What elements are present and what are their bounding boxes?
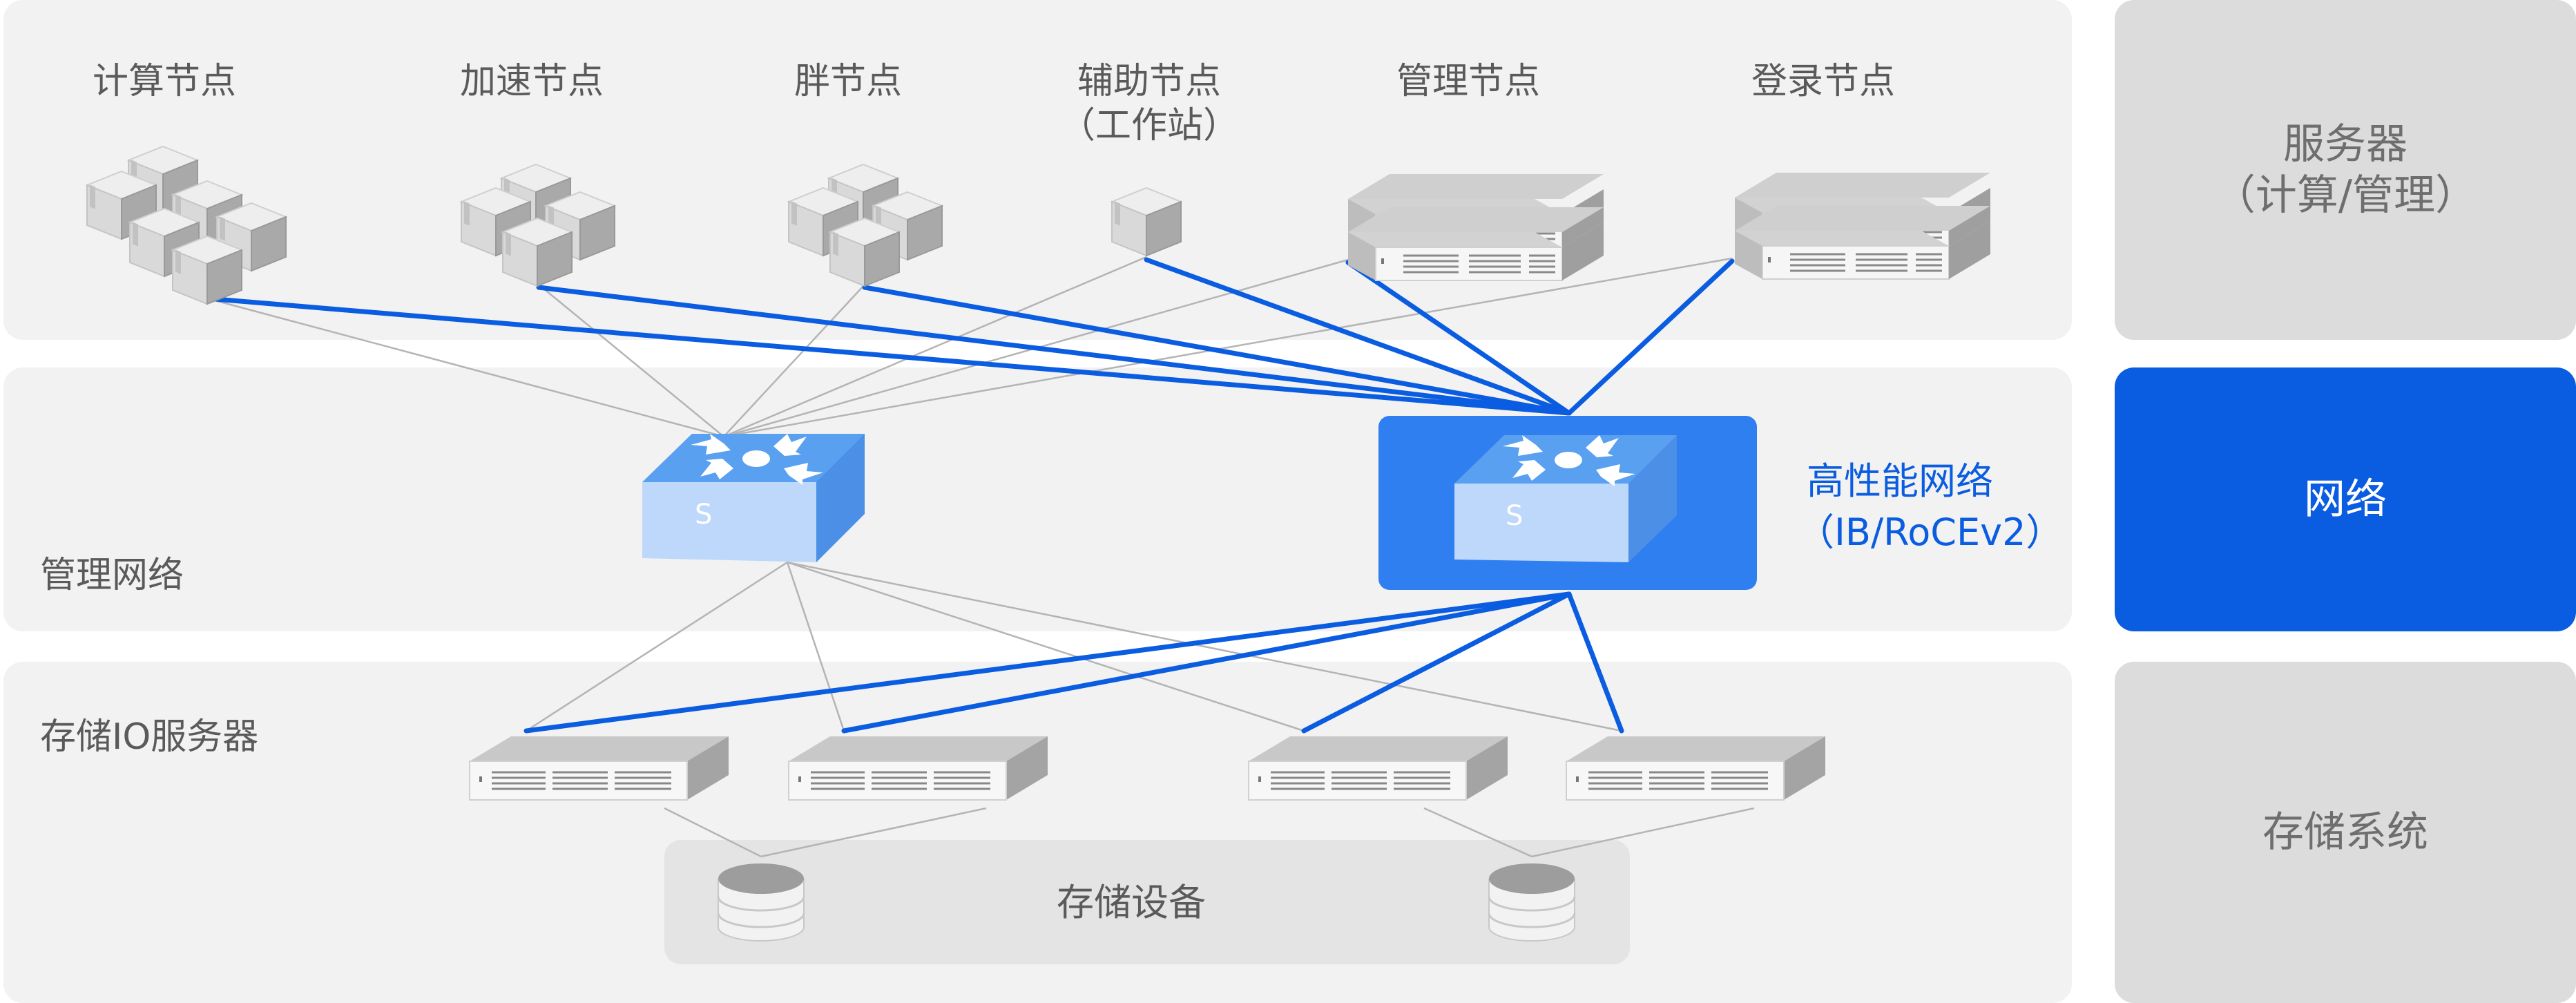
sidebar-servers-box: 服务器 （计算/管理） [2115,0,2576,340]
storage-disk-1 [717,862,805,942]
auxiliary-node-label: 辅助节点 （工作站） [1025,59,1273,148]
management-network-label: 管理网络 [40,555,184,596]
storage-disk-2 [1488,862,1576,942]
storage-device-container [664,840,1630,964]
servers-tier-panel [3,0,2072,340]
hp-network-subtitle: （IB/RoCEv2） [1797,510,2064,554]
storage-device-label: 存储设备 [1057,881,1206,924]
sidebar-network-label: 网络 [2304,475,2387,524]
sidebar-storage-label: 存储系统 [2262,808,2428,857]
hp-switch-mark: S [1506,500,1524,532]
storage-io-label: 存储IO服务器 [40,716,259,758]
accelerated-node-cluster [461,164,615,287]
hp-network-title: 高性能网络 [1807,459,1993,503]
login-node-server [1733,171,1992,280]
io-server-2 [787,735,1049,801]
io-server-4 [1565,735,1827,801]
fat-node-label: 胖节点 [794,61,902,102]
sidebar-network-box: 网络 [2115,367,2576,631]
management-node-label: 管理节点 [1396,61,1540,102]
auxiliary-node-subtitle: （工作站） [1059,105,1239,146]
compute-node-cluster [86,146,287,305]
sidebar-servers-label: 服务器 [2283,120,2407,169]
management-switch-mark: S [695,499,713,531]
fat-node-cluster [788,164,943,287]
management-node-server [1347,173,1605,282]
workstation-node [1111,187,1182,256]
compute-node-label: 计算节点 [92,61,236,102]
io-server-1 [468,735,730,801]
sidebar-storage-box: 存储系统 [2115,662,2576,1003]
high-performance-switch [1454,435,1677,562]
auxiliary-node-title: 辅助节点 [1077,61,1221,102]
management-switch [642,434,865,562]
hp-network-label: 高性能网络 （IB/RoCEv2） [1797,456,2063,558]
login-node-label: 登录节点 [1751,61,1895,102]
accelerated-node-label: 加速节点 [459,61,604,102]
high-performance-links [204,257,1735,734]
sidebar-servers-sublabel: （计算/管理） [2213,171,2477,220]
management-links [206,256,1755,858]
io-server-3 [1247,735,1509,801]
